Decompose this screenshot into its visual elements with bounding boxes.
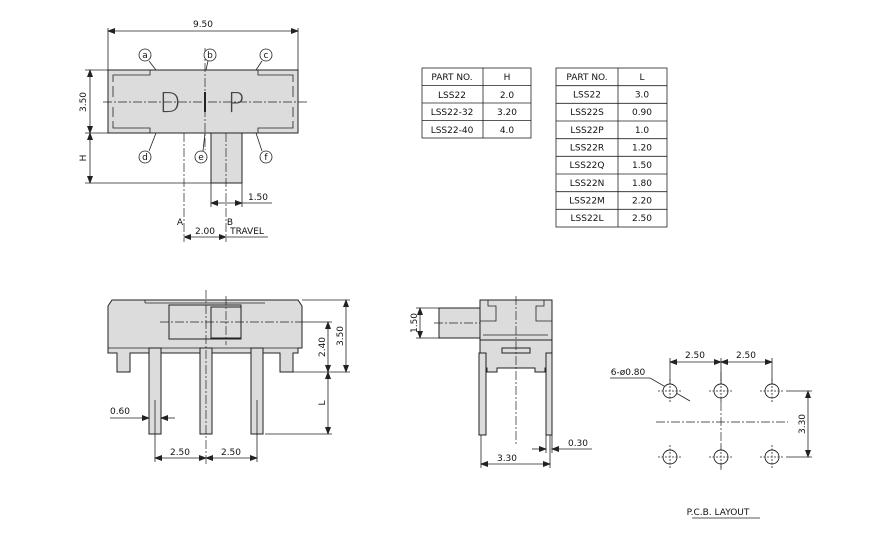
- top-view: D P a b c d e f 9.50 3.50 H: [79, 20, 308, 242]
- bubble-f: f: [264, 153, 268, 163]
- table-cell: 1.50: [632, 161, 652, 171]
- dim-pitch-1: 2.50: [170, 448, 190, 458]
- front-view: 3.50 2.40 L 0.60 2.50 2.50: [107, 290, 350, 465]
- letter-d: D: [159, 86, 181, 119]
- dim-total-height: 3.50: [336, 326, 346, 346]
- dim-width: 9.50: [193, 20, 213, 30]
- letter-p: P: [228, 86, 245, 119]
- switch-body: [107, 69, 299, 134]
- table-cell: LSS22S: [570, 108, 604, 118]
- pcb-hole: [709, 379, 733, 403]
- table-cell: 2.50: [632, 214, 652, 224]
- bubble-e: e: [198, 153, 204, 163]
- travel-label: TRAVEL: [229, 227, 264, 237]
- table-cell: 3.20: [497, 108, 517, 118]
- dimensions-top: 9.50 3.50 H 1.50 A B 2.00 TRAVEL: [79, 20, 299, 242]
- table-cell: 2.0: [500, 91, 515, 101]
- table-cell: 2.20: [632, 197, 652, 207]
- table-h-header-part: PART NO.: [431, 73, 472, 83]
- table-cell: 1.0: [635, 126, 650, 136]
- table-cell: 4.0: [500, 126, 515, 136]
- table-cell: LSS22: [573, 91, 601, 101]
- pcb-hole: [709, 445, 733, 469]
- dim-h: H: [79, 155, 89, 162]
- dim-actuator-height: 1.50: [410, 313, 420, 333]
- dim-pitch-2: 2.50: [221, 448, 241, 458]
- bubble-a: a: [142, 51, 148, 61]
- table-cell: LSS22R: [570, 144, 604, 154]
- table-l-header-l: L: [639, 73, 644, 83]
- dim-pin-width: 0.60: [110, 407, 130, 417]
- side-view: 1.50 3.30 0.30: [410, 296, 592, 468]
- corner-marks: [112, 70, 294, 133]
- dim-lead-length: L: [318, 400, 328, 405]
- pcb-dim-row-spacing: 3.30: [798, 414, 808, 434]
- bubble-b: b: [207, 51, 213, 61]
- table-cell: LSS22L: [571, 214, 604, 224]
- pcb-hole: [760, 379, 784, 403]
- table-cell: LSS22M: [569, 197, 605, 207]
- table-cell: LSS22N: [570, 179, 605, 189]
- pcb-hole-spec: 6-ø0.80: [611, 368, 646, 378]
- table-cell: LSS22Q: [570, 161, 605, 171]
- pcb-dim-pitch-2: 2.50: [736, 351, 756, 361]
- table-cell: LSS22P: [570, 126, 604, 136]
- side-pin-right: [545, 352, 553, 436]
- pcb-dim-pitch-1: 2.50: [685, 351, 705, 361]
- dim-travel: 2.00: [195, 227, 215, 237]
- table-cell: 1.20: [632, 144, 652, 154]
- table-h: PART NO. H LSS22 2.0 LSS22-32 3.20 LSS22…: [421, 67, 532, 139]
- actuator: [210, 132, 243, 184]
- position-a: A: [177, 218, 184, 228]
- dim-actuator: 1.50: [248, 193, 268, 203]
- pcb-hole: [760, 445, 784, 469]
- bubble-c: c: [264, 51, 269, 61]
- position-b: B: [227, 218, 233, 228]
- table-cell: 3.0: [635, 91, 650, 101]
- pcb-layout: 2.50 2.50 3.30 6-ø0.80 P.C.B. LAYOUT: [610, 351, 812, 519]
- table-h-header-h: H: [504, 73, 511, 83]
- dim-height: 3.50: [79, 92, 89, 112]
- dim-row-spacing: 3.30: [497, 454, 517, 464]
- pcb-hole: [658, 445, 682, 469]
- table-cell: LSS22: [438, 91, 466, 101]
- table-cell: 0.90: [632, 108, 652, 118]
- table-cell: LSS22-40: [431, 126, 474, 136]
- table-l-header-part: PART NO.: [566, 73, 607, 83]
- side-pin-left: [478, 352, 487, 436]
- bubble-d: d: [142, 153, 148, 163]
- bubbles: a b c d e f: [138, 48, 273, 164]
- pcb-hole: [658, 379, 682, 403]
- dim-pin-thickness: 0.30: [568, 439, 588, 449]
- pcb-layout-title: P.C.B. LAYOUT: [687, 508, 750, 518]
- table-cell: 1.80: [632, 179, 652, 189]
- table-cell: LSS22-32: [431, 108, 474, 118]
- dim-center-height: 2.40: [318, 337, 328, 357]
